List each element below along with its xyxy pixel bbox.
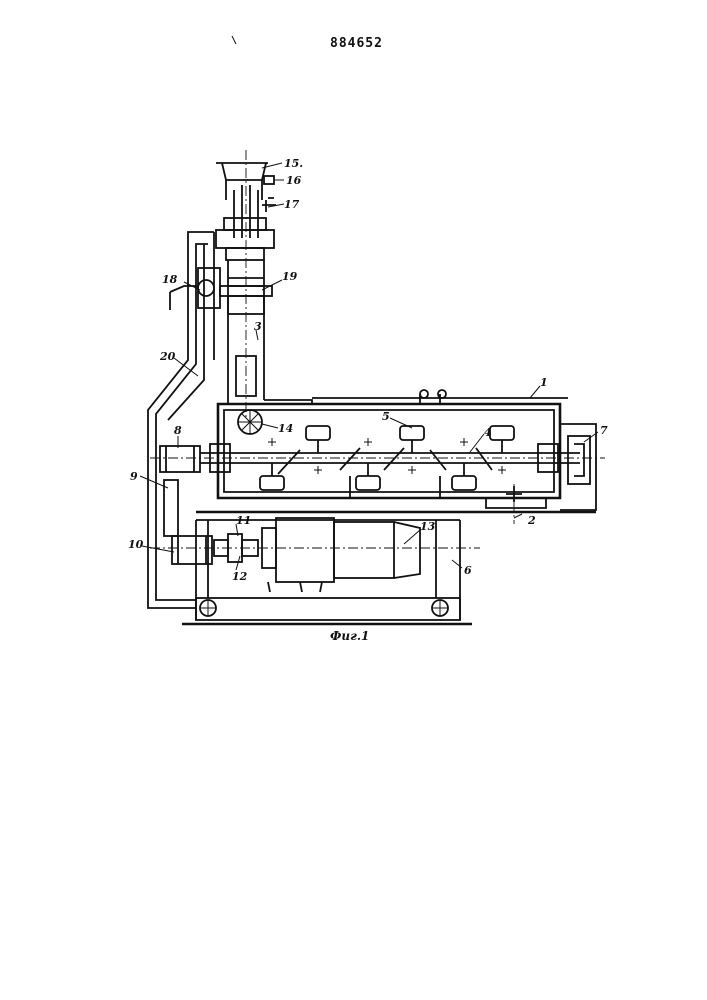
callout-10: 10 xyxy=(128,538,144,551)
callout-11: 11 xyxy=(236,514,251,527)
motor-13 xyxy=(276,518,334,582)
belt-9 xyxy=(164,480,178,536)
callout-20: 20 xyxy=(159,350,176,363)
sensor-16 xyxy=(264,176,274,184)
callout-17: 17 xyxy=(284,198,300,211)
callout-16: 16 xyxy=(286,174,302,187)
callout-7: 7 xyxy=(600,424,608,437)
callout-2: 2 xyxy=(527,514,536,527)
callout-8: 8 xyxy=(174,424,182,437)
callout-13: 13 xyxy=(420,520,436,533)
callout-5: 5 xyxy=(382,410,390,423)
callout-19: 19 xyxy=(282,270,298,283)
paddles-upper xyxy=(306,426,514,453)
callout-15: 15. xyxy=(284,157,303,170)
feed-column xyxy=(216,150,276,420)
side-frame xyxy=(148,232,220,608)
callout-14: 14 xyxy=(278,422,293,435)
callout-12: 12 xyxy=(232,570,248,583)
callout-3: 3 xyxy=(254,320,262,333)
leader-lines xyxy=(140,163,598,570)
figure-caption: Фиг.1 xyxy=(330,629,369,643)
callout-4: 4 xyxy=(484,426,492,439)
base-frame xyxy=(182,512,596,624)
callout-6: 6 xyxy=(464,564,472,577)
callout-1: 1 xyxy=(540,376,548,389)
hopper-top-15 xyxy=(216,163,268,180)
main-housing xyxy=(218,390,568,524)
callout-18: 18 xyxy=(162,273,178,286)
callout-9: 9 xyxy=(130,470,138,483)
